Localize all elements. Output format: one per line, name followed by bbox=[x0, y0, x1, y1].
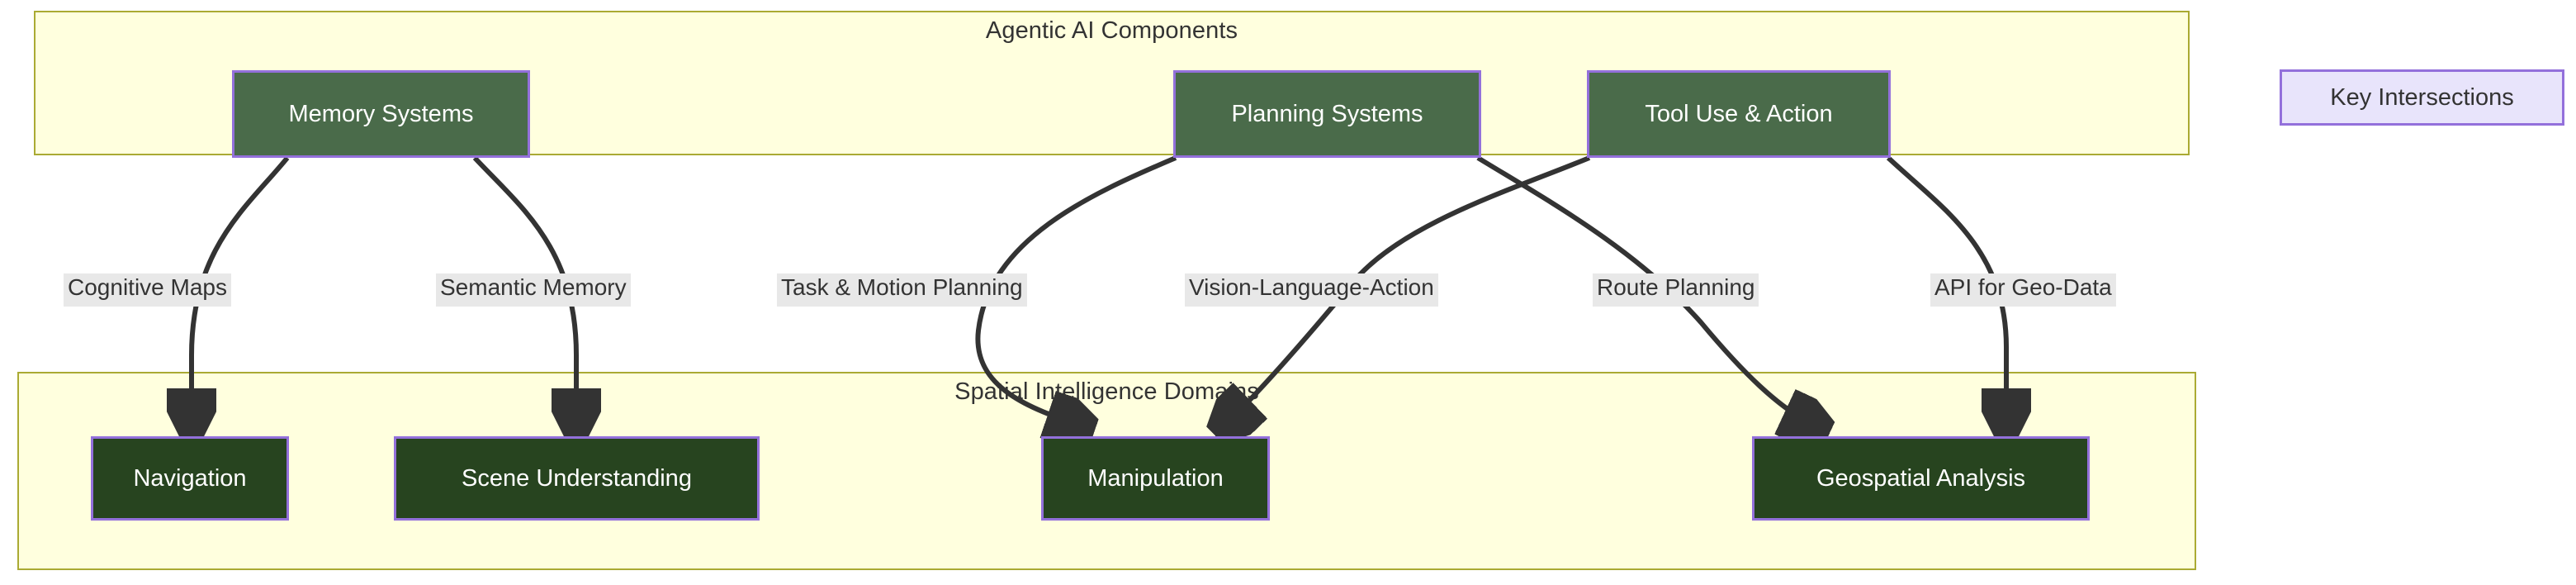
edge-label-cognitive-maps: Cognitive Maps bbox=[64, 273, 231, 307]
edge-label-api-for-geo-data: API for Geo-Data bbox=[1930, 273, 2116, 307]
edge-label-task-and-motion-planning: Task & Motion Planning bbox=[777, 273, 1027, 307]
node-navigation-label: Navigation bbox=[133, 464, 247, 492]
node-memory-systems-label: Memory Systems bbox=[288, 100, 474, 127]
cluster-agentic-ai-components-title: Agentic AI Components bbox=[985, 17, 1238, 44]
node-planning-systems[interactable]: Planning Systems bbox=[1173, 70, 1481, 158]
node-manipulation[interactable]: Manipulation bbox=[1041, 436, 1270, 521]
node-key-intersections-label: Key Intersections bbox=[2330, 83, 2514, 111]
edge-label-semantic-memory: Semantic Memory bbox=[436, 273, 631, 307]
node-manipulation-label: Manipulation bbox=[1087, 464, 1224, 492]
node-navigation[interactable]: Navigation bbox=[91, 436, 289, 521]
node-tool-use-and-action-label: Tool Use & Action bbox=[1645, 100, 1833, 127]
node-key-intersections[interactable]: Key Intersections bbox=[2280, 69, 2564, 126]
edge-label-route-planning: Route Planning bbox=[1593, 273, 1759, 307]
node-scene-understanding[interactable]: Scene Understanding bbox=[394, 436, 760, 521]
edge-label-vision-language-action: Vision-Language-Action bbox=[1185, 273, 1438, 307]
node-geospatial-analysis[interactable]: Geospatial Analysis bbox=[1752, 436, 2090, 521]
cluster-spatial-intelligence-domains-title: Spatial Intelligence Domains bbox=[954, 378, 1259, 405]
node-memory-systems[interactable]: Memory Systems bbox=[232, 70, 530, 158]
node-planning-systems-label: Planning Systems bbox=[1231, 100, 1423, 127]
node-scene-understanding-label: Scene Understanding bbox=[462, 464, 692, 492]
node-geospatial-analysis-label: Geospatial Analysis bbox=[1816, 464, 2026, 492]
node-tool-use-and-action[interactable]: Tool Use & Action bbox=[1587, 70, 1891, 158]
